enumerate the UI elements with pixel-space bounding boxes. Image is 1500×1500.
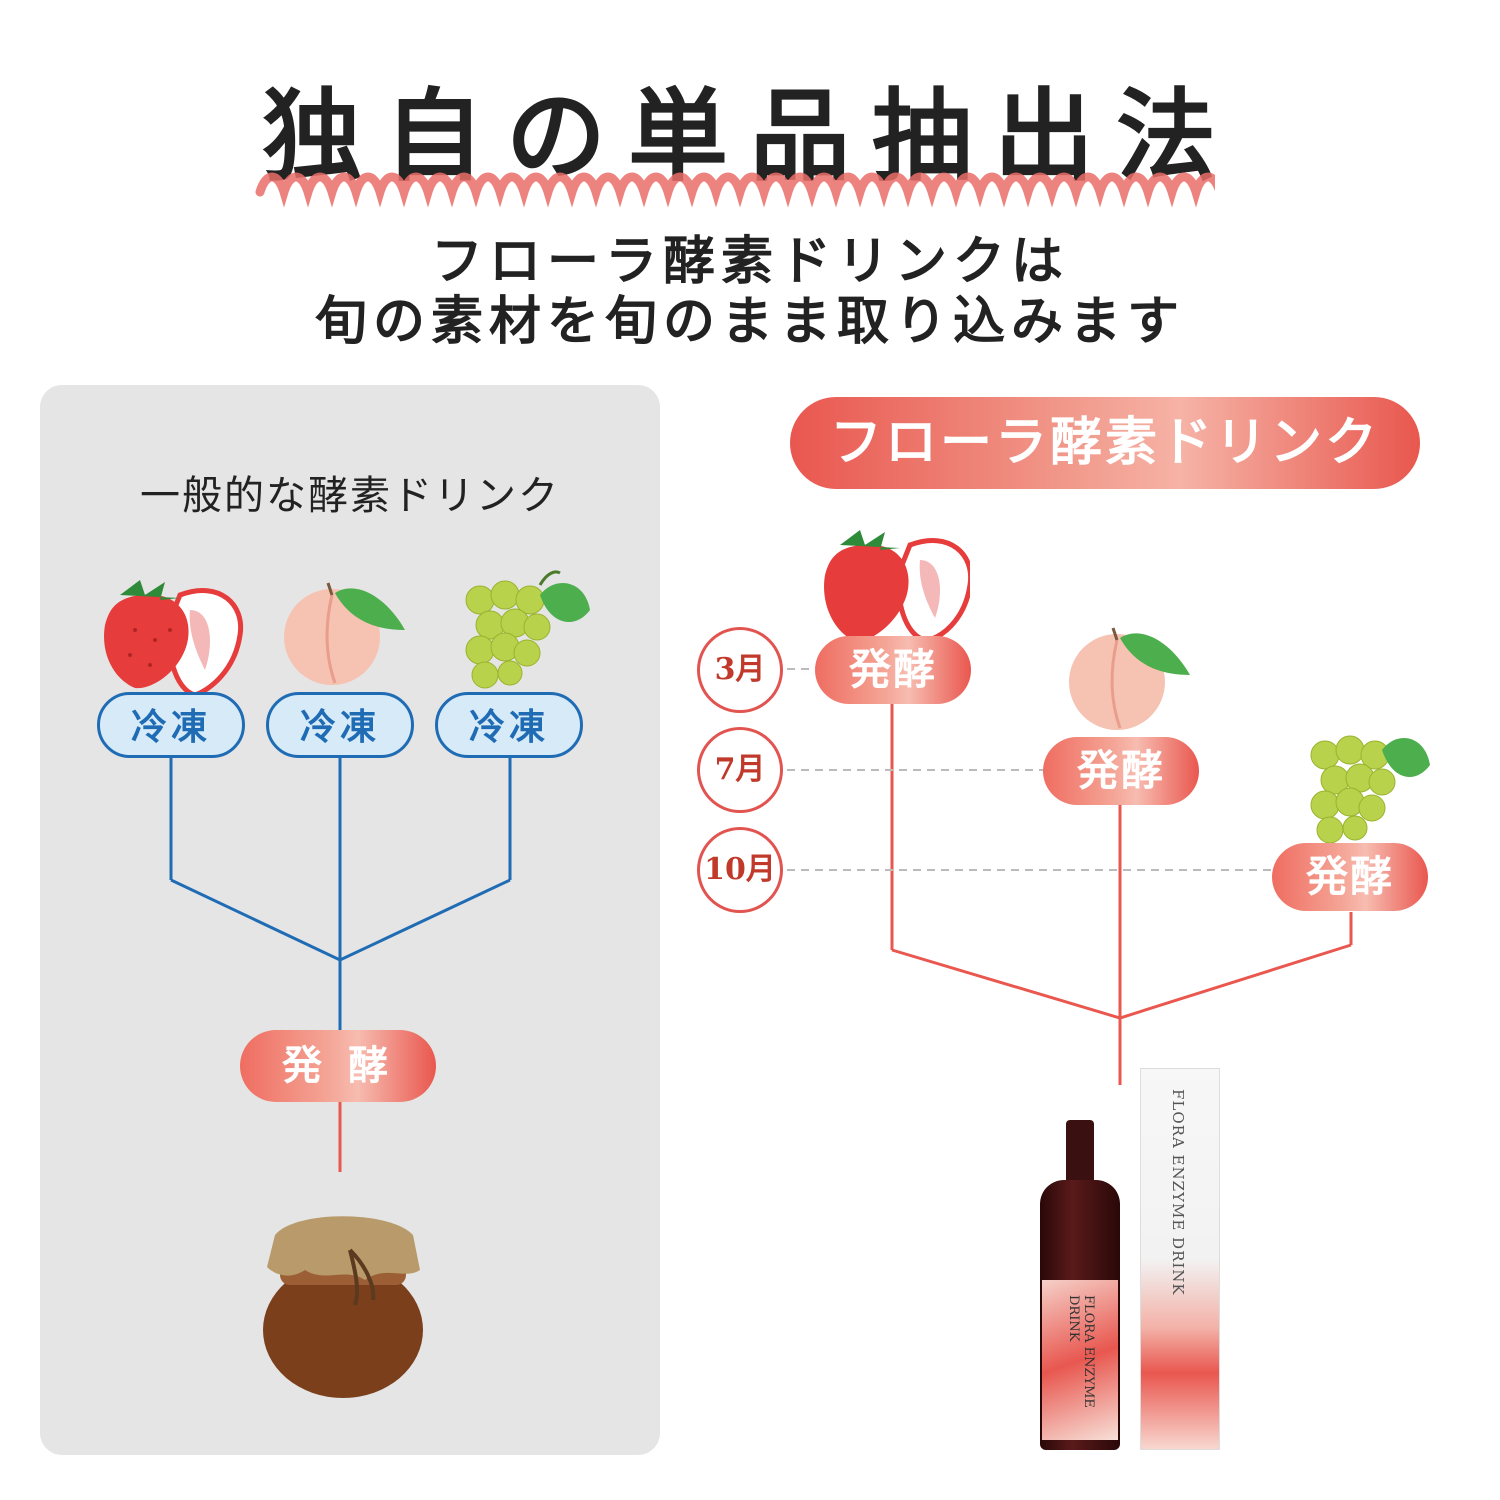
subtitle: フローラ酵素ドリンクは 旬の素材を旬のまま取り込みます xyxy=(0,232,1500,352)
ferment-label-october: 発酵 xyxy=(1272,843,1428,911)
freeze-label-3: 冷凍 xyxy=(435,692,583,758)
grape-icon xyxy=(465,570,590,689)
ferment-label-july: 発酵 xyxy=(1043,737,1199,805)
peach-icon xyxy=(1069,627,1190,730)
grape-icon xyxy=(1310,735,1430,844)
month-badge-july: 7月 xyxy=(697,727,783,813)
jar-icon xyxy=(263,1216,423,1398)
bottle-icon: FLORA ENZYME DRINK xyxy=(1030,1120,1130,1450)
freeze-label-2: 冷凍 xyxy=(266,692,414,758)
box-label: FLORA ENZYME DRINK xyxy=(1169,1089,1187,1296)
general-enzyme-heading: 一般的な酵素ドリンク xyxy=(140,473,560,519)
box-icon: FLORA ENZYME DRINK xyxy=(1140,1068,1220,1450)
general-ferment-label: 発 酵 xyxy=(240,1030,436,1102)
flora-enzyme-heading: フローラ酵素ドリンク xyxy=(790,397,1420,489)
bottle-label: FLORA ENZYME DRINK xyxy=(1066,1295,1096,1408)
ferment-label-march: 発酵 xyxy=(815,636,971,704)
wavy-divider xyxy=(255,172,1215,208)
subtitle-line-1: フローラ酵素ドリンクは xyxy=(430,232,1069,292)
strawberry-icon xyxy=(104,580,244,698)
peach-icon xyxy=(284,582,405,685)
strawberry-icon xyxy=(824,530,970,643)
month-badge-march: 3月 xyxy=(697,627,783,713)
month-badge-october: 10月 xyxy=(697,827,783,913)
subtitle-line-2: 旬の素材を旬のまま取り込みます xyxy=(314,292,1185,352)
freeze-label-1: 冷凍 xyxy=(97,692,245,758)
